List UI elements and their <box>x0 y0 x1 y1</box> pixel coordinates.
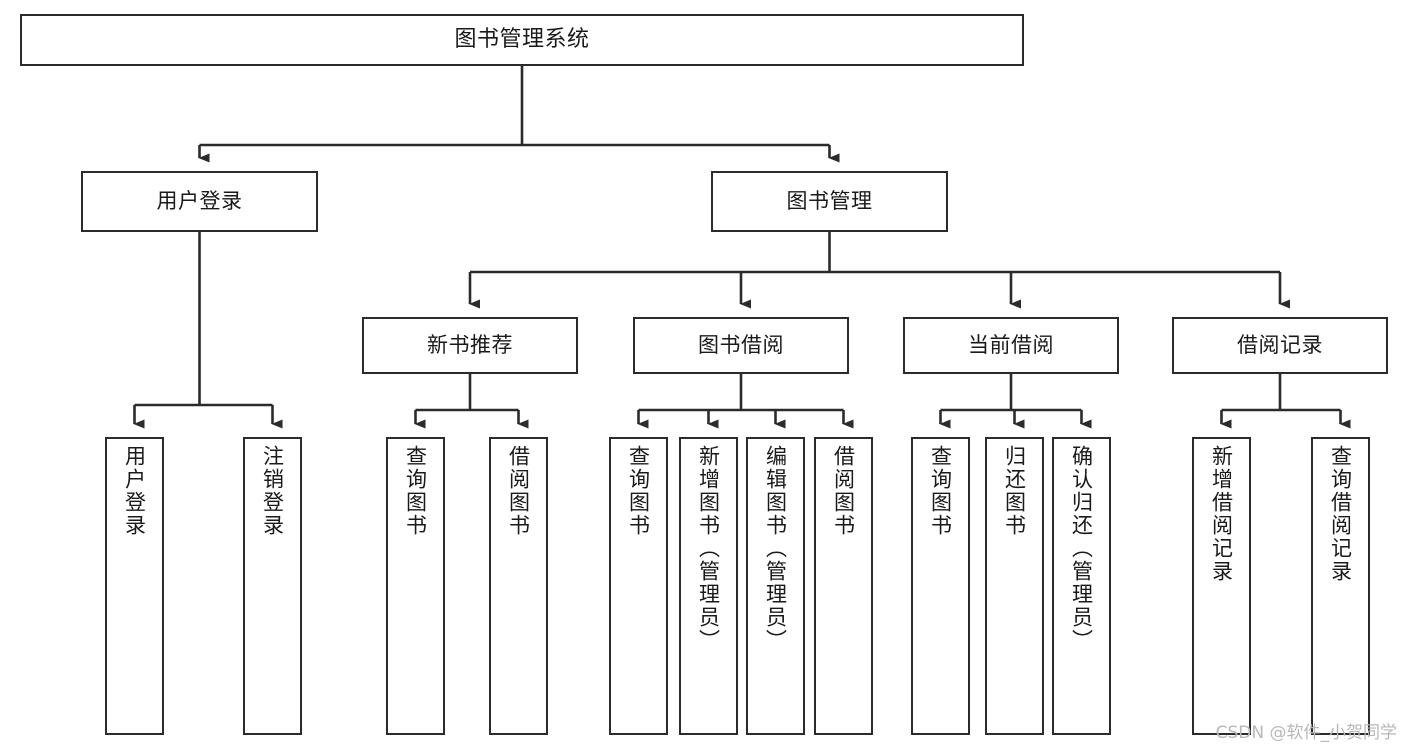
node-book-manage[interactable]: 图书管理 <box>711 171 948 232</box>
node-leaf-user-login-label: 用户登录 <box>122 445 147 537</box>
node-leaf-edit-book[interactable]: 编辑图书（管理员） <box>746 437 805 735</box>
node-leaf-borrow-book-rec[interactable]: 借阅图书 <box>489 437 548 735</box>
node-leaf-query-record[interactable]: 查询借阅记录 <box>1311 437 1370 735</box>
node-leaf-query-book-rec-label: 查询图书 <box>403 445 428 537</box>
node-book-borrow-label: 图书借阅 <box>698 333 784 358</box>
node-leaf-query-book-borrow-label: 查询图书 <box>626 445 651 537</box>
node-leaf-confirm-return-label: 确认归还（管理员） <box>1069 445 1094 652</box>
node-leaf-add-book[interactable]: 新增图书（管理员） <box>679 437 738 735</box>
node-current-borrow-label: 当前借阅 <box>968 333 1054 358</box>
node-leaf-borrow-book[interactable]: 借阅图书 <box>814 437 873 735</box>
node-leaf-confirm-return[interactable]: 确认归还（管理员） <box>1052 437 1111 735</box>
node-root-label: 图书管理系统 <box>454 27 590 53</box>
node-user-login-label: 用户登录 <box>156 189 243 214</box>
node-borrow-record-label: 借阅记录 <box>1237 333 1323 358</box>
node-leaf-query-book-cur-label: 查询图书 <box>928 445 953 537</box>
node-leaf-query-book-cur[interactable]: 查询图书 <box>911 437 970 735</box>
node-leaf-user-login[interactable]: 用户登录 <box>105 437 164 735</box>
node-leaf-add-record[interactable]: 新增借阅记录 <box>1192 437 1251 735</box>
node-leaf-return-book-label: 归还图书 <box>1002 445 1027 537</box>
watermark-text: CSDN @软件_小贺同学 <box>1215 723 1397 743</box>
node-leaf-edit-book-label: 编辑图书（管理员） <box>763 445 788 652</box>
node-current-borrow[interactable]: 当前借阅 <box>903 317 1119 374</box>
node-leaf-add-book-label: 新增图书（管理员） <box>696 445 721 652</box>
node-leaf-query-record-label: 查询借阅记录 <box>1328 445 1353 583</box>
node-leaf-borrow-book-label: 借阅图书 <box>831 445 856 537</box>
node-leaf-query-book-borrow[interactable]: 查询图书 <box>609 437 668 735</box>
node-leaf-user-logout-label: 注销登录 <box>260 445 285 537</box>
node-new-book-rec-label: 新书推荐 <box>427 333 513 358</box>
node-user-login[interactable]: 用户登录 <box>81 171 318 232</box>
node-leaf-user-logout[interactable]: 注销登录 <box>243 437 302 735</box>
connector-lines <box>133 66 1351 429</box>
node-borrow-record[interactable]: 借阅记录 <box>1172 317 1388 374</box>
node-leaf-borrow-book-rec-label: 借阅图书 <box>506 445 531 537</box>
node-leaf-add-record-label: 新增借阅记录 <box>1209 445 1234 583</box>
node-root[interactable]: 图书管理系统 <box>20 14 1024 66</box>
node-leaf-return-book[interactable]: 归还图书 <box>985 437 1044 735</box>
node-book-manage-label: 图书管理 <box>786 189 873 214</box>
node-new-book-rec[interactable]: 新书推荐 <box>362 317 578 374</box>
node-book-borrow[interactable]: 图书借阅 <box>633 317 849 374</box>
node-leaf-query-book-rec[interactable]: 查询图书 <box>386 437 445 735</box>
